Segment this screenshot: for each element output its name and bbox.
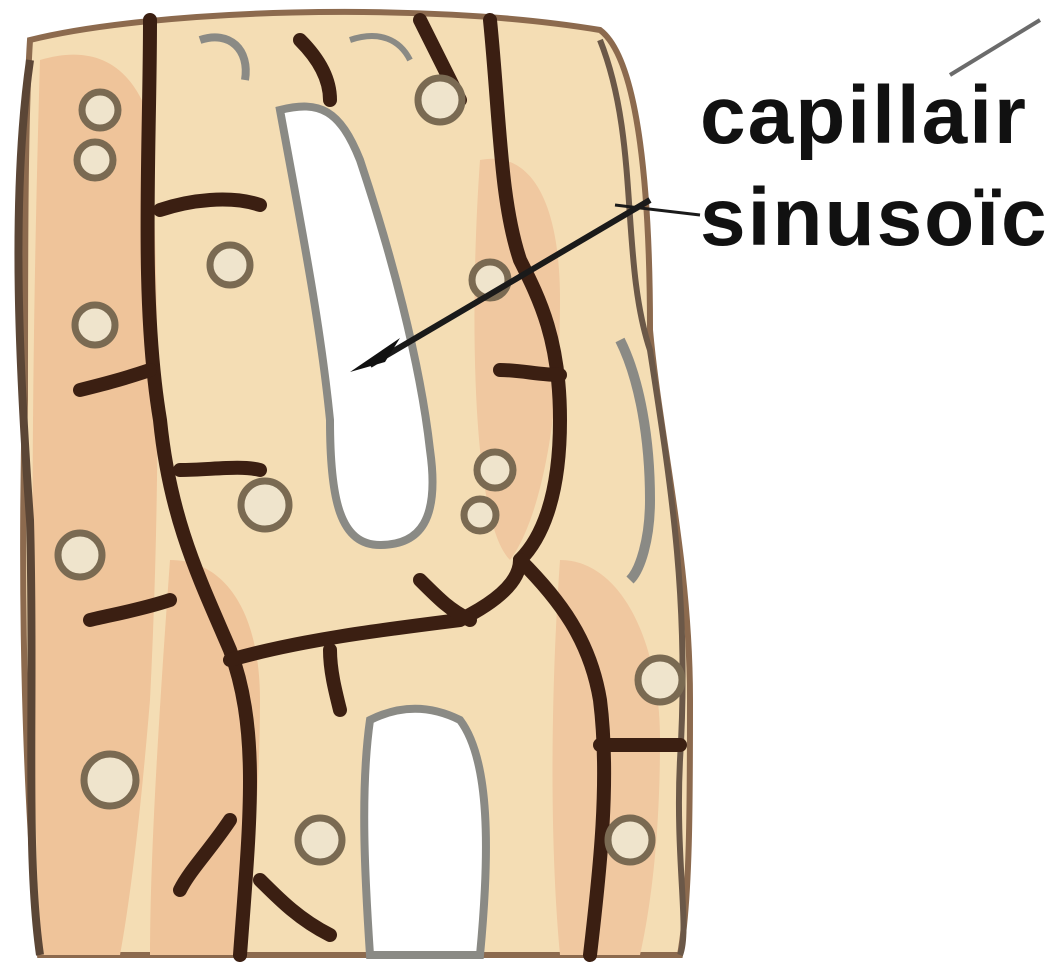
label-capillaire: capillair [700, 70, 1028, 161]
label-sinusoide: sinusoïc [700, 172, 1049, 263]
